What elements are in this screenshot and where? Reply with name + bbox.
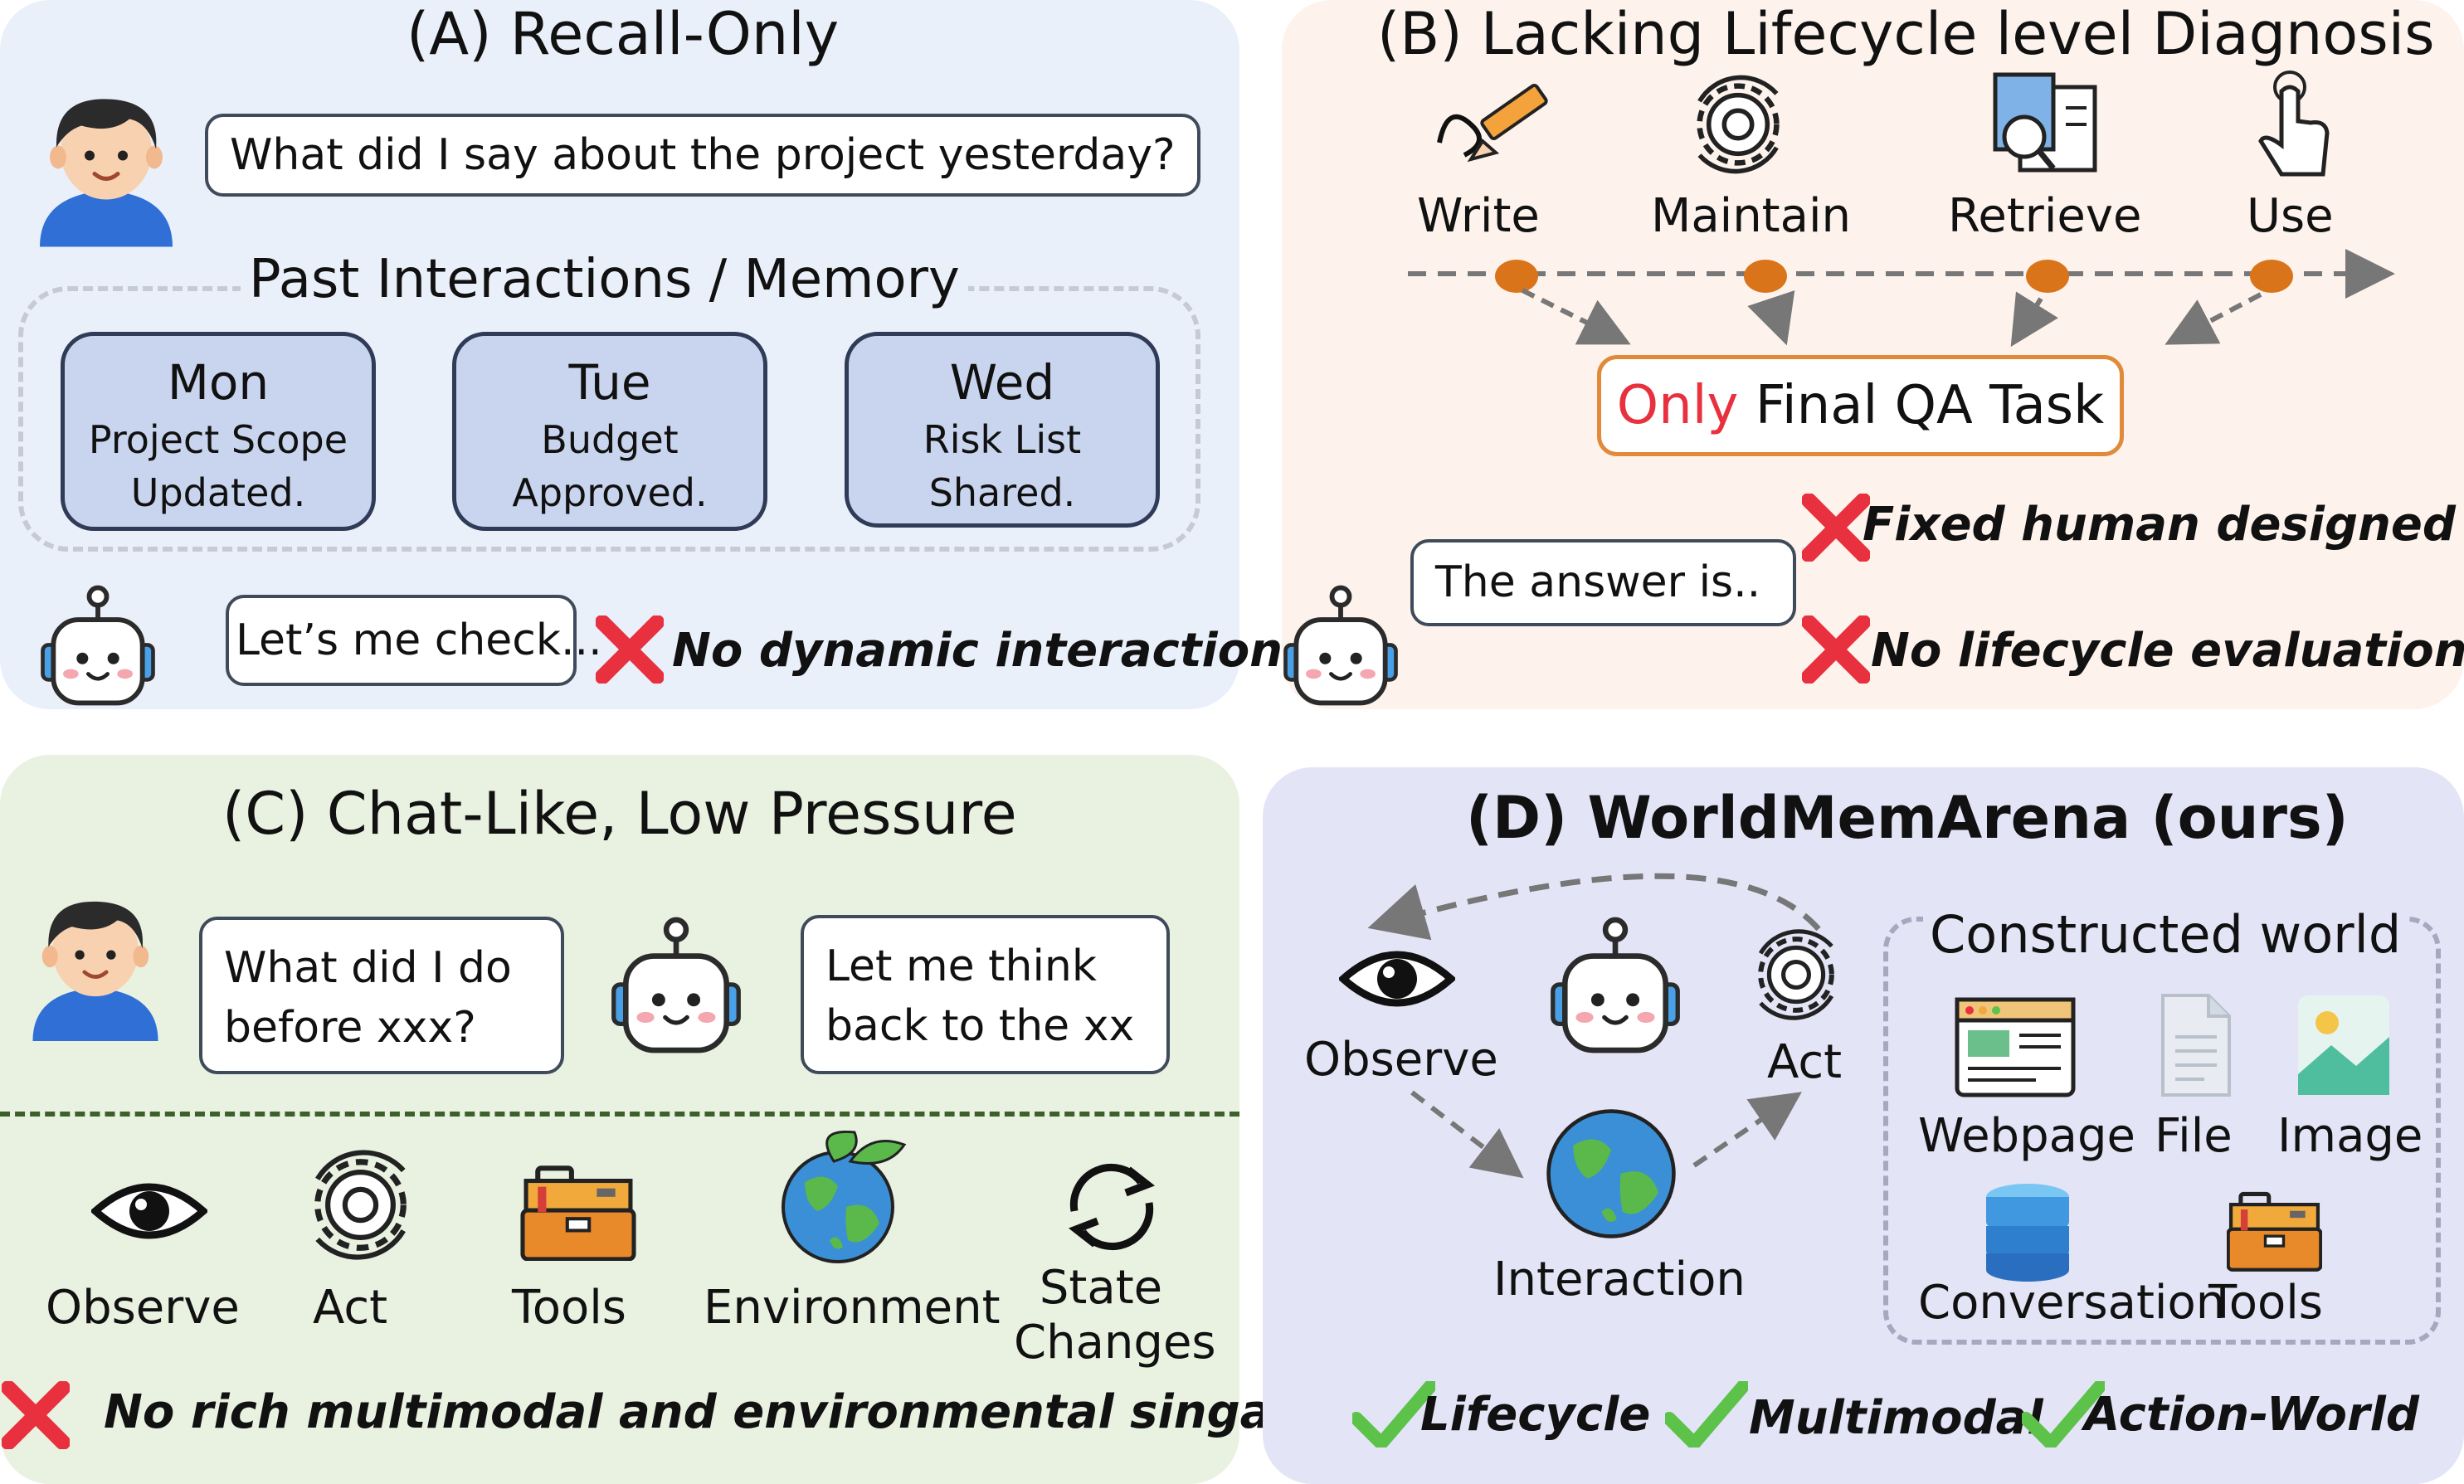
world-item-webpage: Webpage bbox=[1918, 1109, 2135, 1163]
item-tools: Tools bbox=[512, 1281, 626, 1335]
item-observe: Observe bbox=[46, 1281, 240, 1335]
issue-lifecycle-text: No lifecycle evaluation bbox=[1871, 624, 2464, 678]
lifecycle-timeline bbox=[1408, 249, 2395, 348]
pencil-icon bbox=[1437, 83, 1548, 163]
x-mark-icon bbox=[1802, 615, 1870, 684]
bot-line: back to the xx bbox=[825, 1001, 1135, 1051]
world-item-image: Image bbox=[2277, 1109, 2423, 1163]
bot-reply-text: Let’s me check... bbox=[236, 615, 602, 665]
card-line: Approved. bbox=[512, 470, 708, 515]
panel-chat-like: (C) Chat-Like, Low Pressure What did I d… bbox=[0, 755, 1315, 1484]
item-state-changes: State Changes bbox=[1014, 1261, 1216, 1370]
bot-answer-bubble: The answer is.. bbox=[1410, 539, 1796, 626]
stage-maintain: Maintain bbox=[1651, 189, 1852, 243]
issue-text: No dynamic interaction bbox=[672, 624, 1283, 678]
final-qa-task-box: Only Final QA Task bbox=[1597, 355, 2124, 456]
eye-icon bbox=[91, 1170, 207, 1253]
stage-retrieve: Retrieve bbox=[1948, 189, 2142, 243]
stage-write: Write bbox=[1417, 189, 1540, 243]
stage-use: Use bbox=[2247, 189, 2334, 243]
gear-icon bbox=[300, 1145, 421, 1265]
panel-recall-only: (A) Recall-Only What did I say about the… bbox=[0, 0, 1283, 709]
retrieve-document-icon bbox=[1993, 72, 2097, 173]
card-line: Shared. bbox=[928, 470, 1076, 515]
task-only-text: Only bbox=[1616, 375, 1739, 436]
tap-hand-icon bbox=[2258, 71, 2330, 177]
eye-icon bbox=[1339, 937, 1455, 1020]
check-multimodal: Multimodal bbox=[1749, 1391, 2043, 1445]
memory-card-mon: Mon Project Scope Updated. bbox=[61, 332, 376, 531]
task-rest-text: Final QA Task bbox=[1738, 375, 2105, 436]
card-line: Project Scope bbox=[88, 417, 348, 462]
state-change-arrows-icon bbox=[1068, 1164, 1156, 1250]
check-icon bbox=[1665, 1381, 1748, 1448]
divider bbox=[0, 1112, 1239, 1117]
card-day: Wed bbox=[949, 354, 1055, 411]
panel-b-title: (B) Lacking Lifecycle level Diagnosis bbox=[1377, 0, 2435, 68]
panel-worldmemarena: (D) WorldMemArena (ours) Observe Act Int… bbox=[1263, 767, 2464, 1484]
memory-card-tue: Tue Budget Approved. bbox=[452, 332, 767, 531]
environment-globe-icon bbox=[782, 1130, 907, 1263]
x-mark-icon bbox=[596, 615, 664, 684]
state-line: State bbox=[1039, 1261, 1163, 1315]
bot-line: Let me think bbox=[825, 941, 1098, 991]
state-line: Changes bbox=[1014, 1316, 1216, 1370]
toolbox-icon bbox=[2227, 1178, 2322, 1273]
card-line: Risk List bbox=[923, 417, 1082, 462]
item-act: Act bbox=[313, 1281, 388, 1335]
card-line: Budget bbox=[541, 417, 679, 462]
bot-answer-text: The answer is.. bbox=[1435, 557, 1761, 607]
bot-reply-bubble: Let’s me check... bbox=[226, 595, 602, 686]
world-title: Constructed world bbox=[1923, 904, 2408, 965]
globe-icon bbox=[1545, 1107, 1678, 1240]
panel-c-title: (C) Chat-Like, Low Pressure bbox=[222, 780, 1017, 848]
file-icon bbox=[2161, 994, 2231, 1097]
interaction-loop-arrows bbox=[1367, 873, 1821, 1179]
act-label: Act bbox=[1767, 1035, 1843, 1089]
user-question-text: What did I say about the project yesterd… bbox=[230, 130, 1176, 180]
x-mark-icon bbox=[2, 1381, 70, 1449]
panel-d-title: (D) WorldMemArena (ours) bbox=[1466, 784, 2349, 852]
world-item-tools: Tools bbox=[2208, 1276, 2323, 1330]
card-day: Mon bbox=[167, 354, 270, 411]
question-line: before xxx? bbox=[224, 1003, 476, 1053]
panel-a-title: (A) Recall-Only bbox=[407, 0, 840, 68]
webpage-icon bbox=[1955, 997, 2076, 1097]
robot-icon bbox=[610, 917, 743, 1053]
toolbox-icon bbox=[520, 1151, 636, 1261]
card-day: Tue bbox=[568, 354, 651, 411]
world-item-conversation: Conversation bbox=[1918, 1276, 2226, 1330]
user-question-bubble: What did I say about the project yesterd… bbox=[205, 114, 1200, 197]
user-avatar-icon bbox=[25, 888, 166, 1053]
memory-title: Past Interactions / Memory bbox=[241, 249, 968, 310]
panel-lifecycle-diagnosis: (B) Lacking Lifecycle level Diagnosis Wr… bbox=[1282, 0, 2464, 709]
user-question-bubble: What did I do before xxx? bbox=[199, 917, 564, 1074]
issue-text: No rich multimodal and environmental sin… bbox=[104, 1385, 1315, 1439]
card-line: Updated. bbox=[130, 470, 306, 515]
image-icon bbox=[2298, 995, 2389, 1095]
observe-label: Observe bbox=[1304, 1033, 1498, 1087]
item-environment: Environment bbox=[704, 1281, 1001, 1335]
world-item-file: File bbox=[2155, 1109, 2233, 1163]
robot-icon bbox=[1283, 585, 1399, 706]
issue-fixed-text: Fixed human designed bbox=[1863, 498, 2456, 552]
interaction-label: Interaction bbox=[1493, 1253, 1746, 1306]
robot-icon bbox=[40, 585, 156, 706]
x-mark-icon bbox=[1802, 494, 1870, 562]
question-line: What did I do bbox=[224, 943, 512, 993]
check-action-world: Action-World bbox=[2084, 1388, 2419, 1442]
bot-reply-bubble: Let me think back to the xx bbox=[801, 915, 1170, 1074]
gear-icon bbox=[1746, 925, 1846, 1024]
check-lifecycle: Lifecycle bbox=[1420, 1388, 1651, 1442]
memory-card-wed: Wed Risk List Shared. bbox=[845, 332, 1160, 528]
database-icon bbox=[1986, 1184, 2069, 1282]
user-avatar-icon bbox=[32, 83, 181, 261]
robot-icon bbox=[1549, 917, 1682, 1053]
